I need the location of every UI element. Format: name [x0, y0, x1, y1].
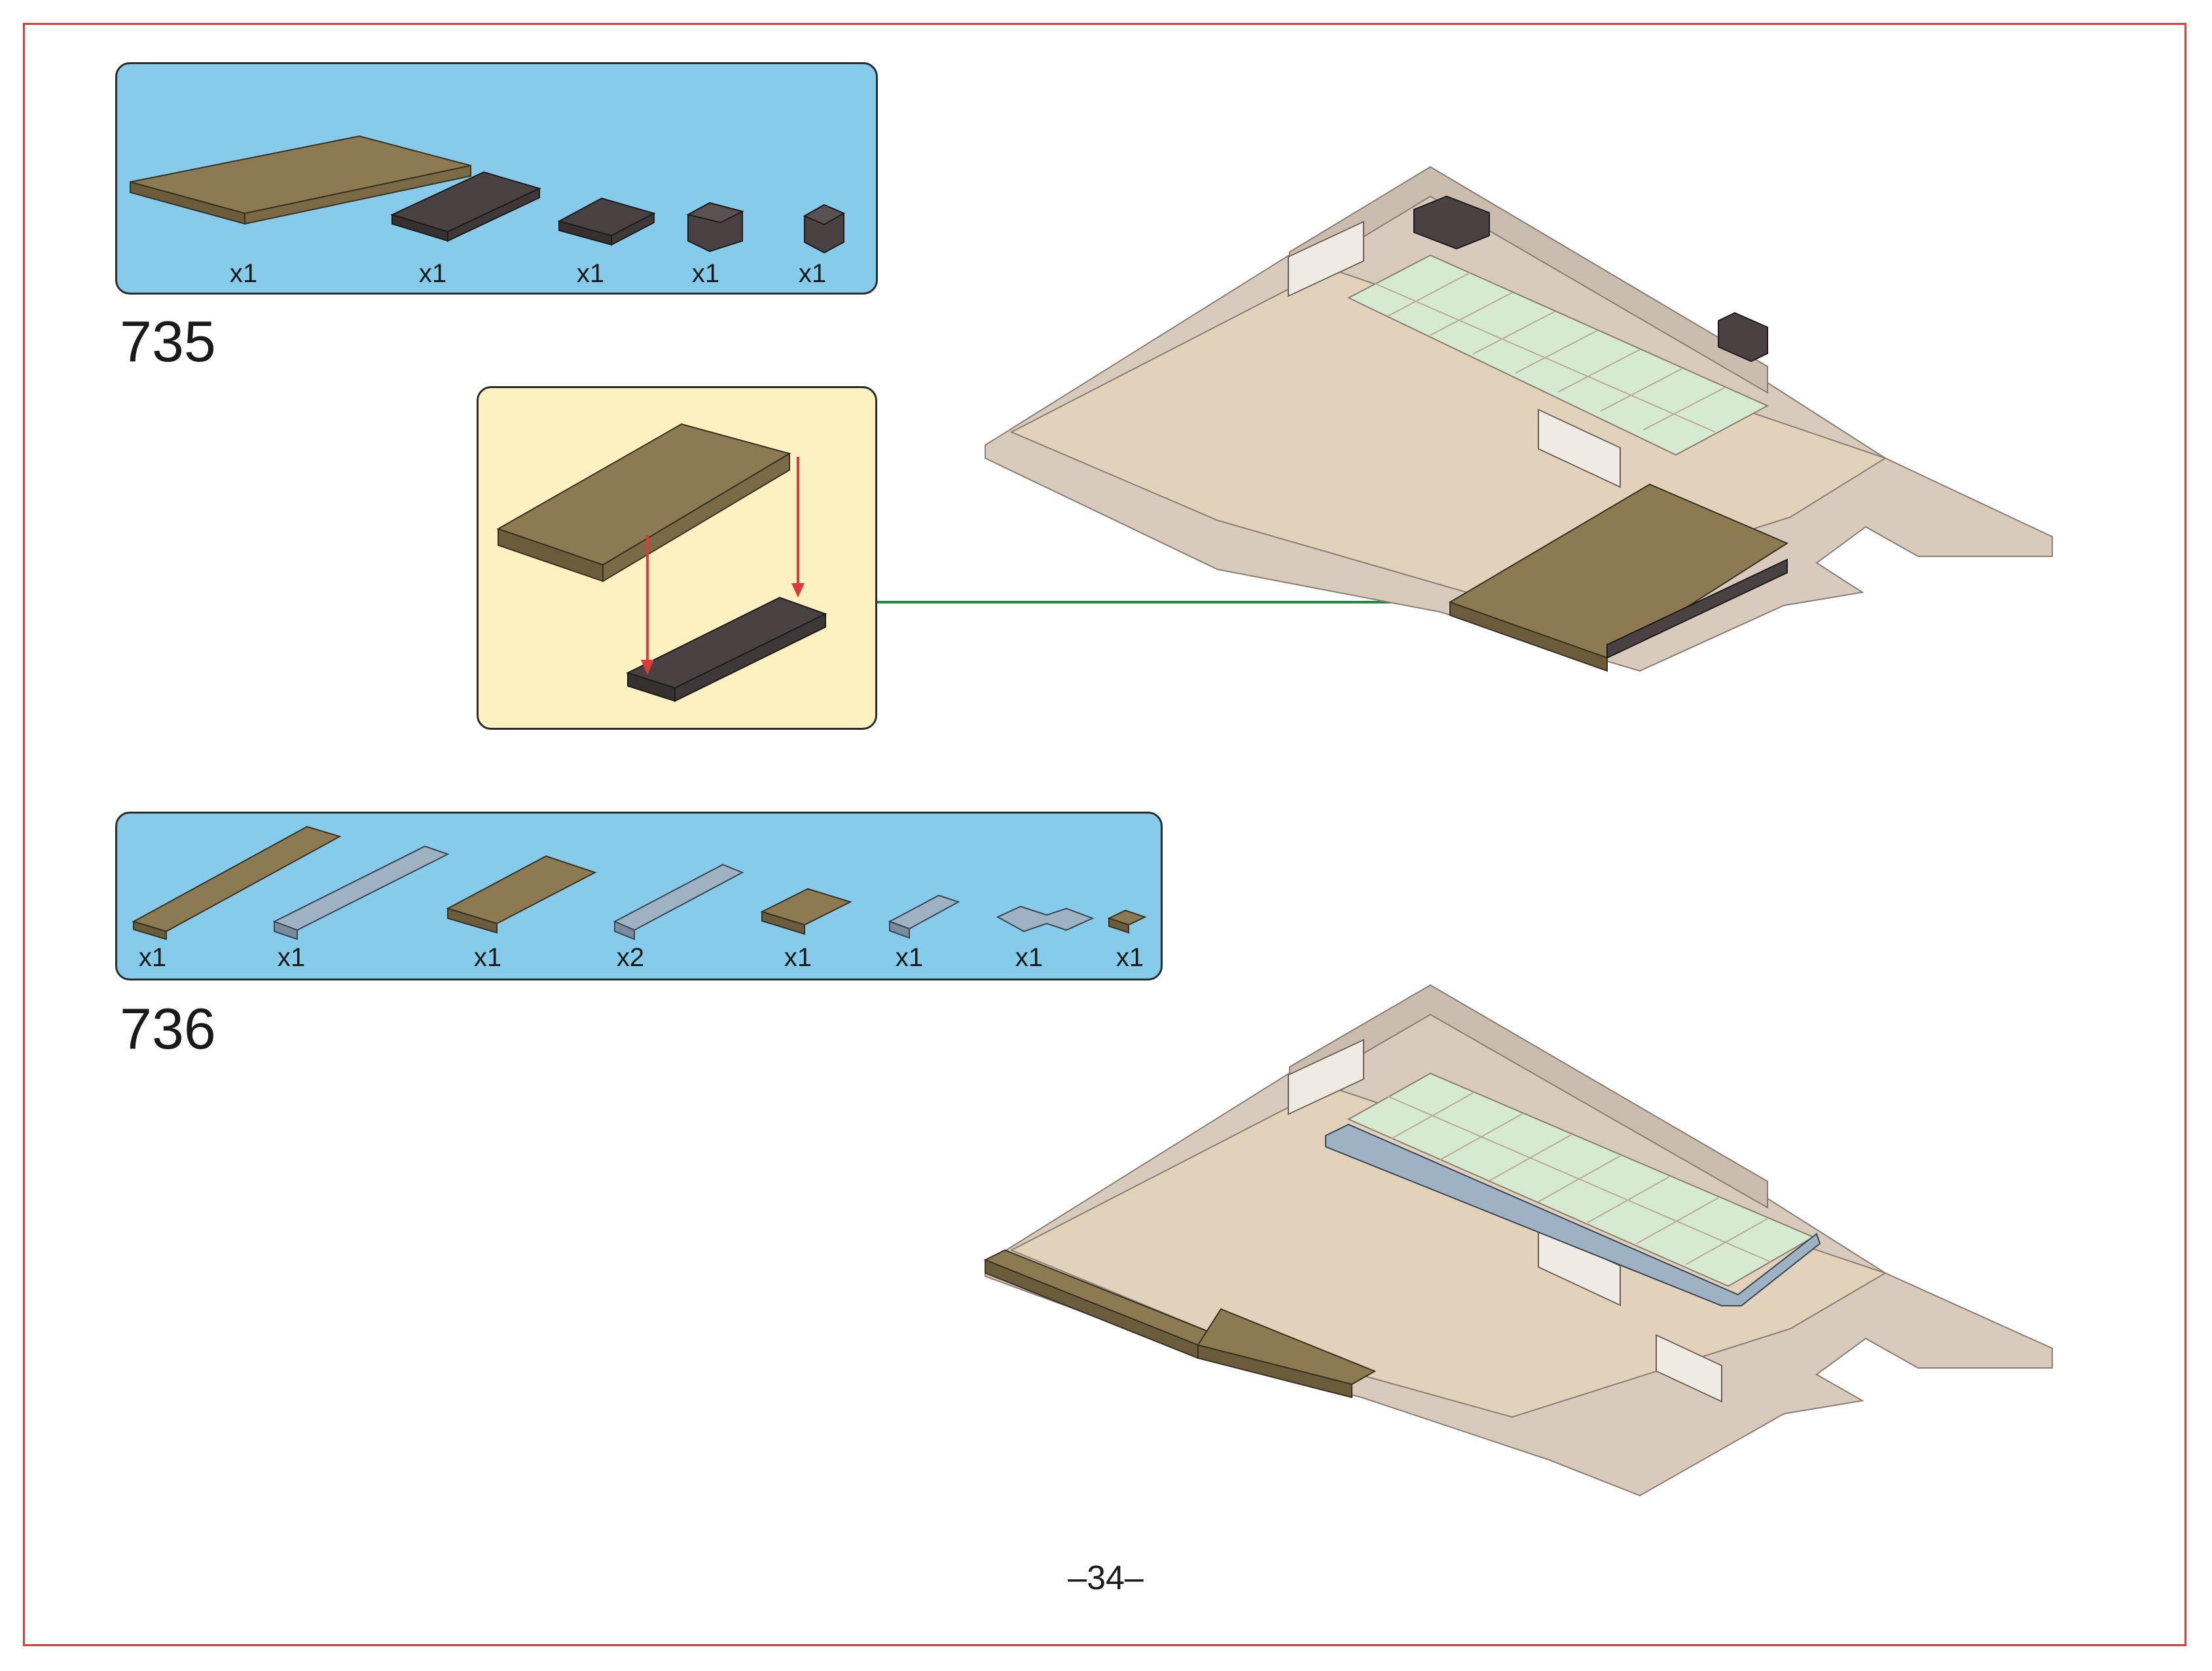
part-qty: x1 [576, 259, 605, 288]
dark-tan-plate-icon [496, 423, 791, 583]
part-qty: x1 [418, 259, 447, 288]
step-number: 735 [120, 309, 216, 374]
part-qty: x1 [277, 943, 306, 972]
dark-tan-plate-6x10-icon [130, 135, 471, 225]
dark-brown-corner-brick-icon [686, 202, 744, 253]
dark-tan-plate-1x8-icon [132, 825, 342, 941]
part-qty: x1 [784, 943, 812, 972]
part-qty: x1 [473, 943, 502, 972]
dark-brown-brick-1x2-icon [803, 204, 846, 254]
dark-brown-plate-icon [626, 596, 827, 702]
red-down-arrow-icon [641, 457, 805, 675]
sub-assembly-callout [477, 386, 877, 730]
page-border [23, 23, 2186, 1646]
dark-tan-plate-2x6-icon [446, 855, 597, 934]
part-qty: x1 [1015, 943, 1043, 972]
part-qty: x1 [691, 259, 720, 288]
part-qty: x1 [798, 259, 827, 288]
grey-tile-1x6-icon [613, 863, 744, 941]
page-number: –34– [1068, 1559, 1144, 1597]
part-qty: x1 [1115, 943, 1144, 972]
grey-corner-tile-icon [996, 905, 1095, 933]
parts-list-step-735: x1 x1 x1 x1 x1 [115, 62, 878, 295]
dark-brown-plate-2x6-icon [390, 171, 541, 242]
dark-tan-plate-2x3-icon [760, 888, 852, 935]
part-qty: x1 [895, 943, 924, 972]
dark-tan-plate-1x1-icon [1107, 909, 1147, 934]
part-qty: x2 [616, 943, 645, 972]
grey-tile-1x3-icon [888, 894, 960, 939]
part-qty: x1 [138, 943, 167, 972]
part-qty: x1 [229, 259, 258, 288]
parts-list-step-736: x1 x1 x1 x2 x1 x1 x1 x1 [115, 812, 1163, 980]
grey-tile-1x8-icon [272, 845, 450, 941]
dark-brown-plate-2x3-icon [557, 197, 656, 246]
step-number: 736 [120, 996, 216, 1061]
